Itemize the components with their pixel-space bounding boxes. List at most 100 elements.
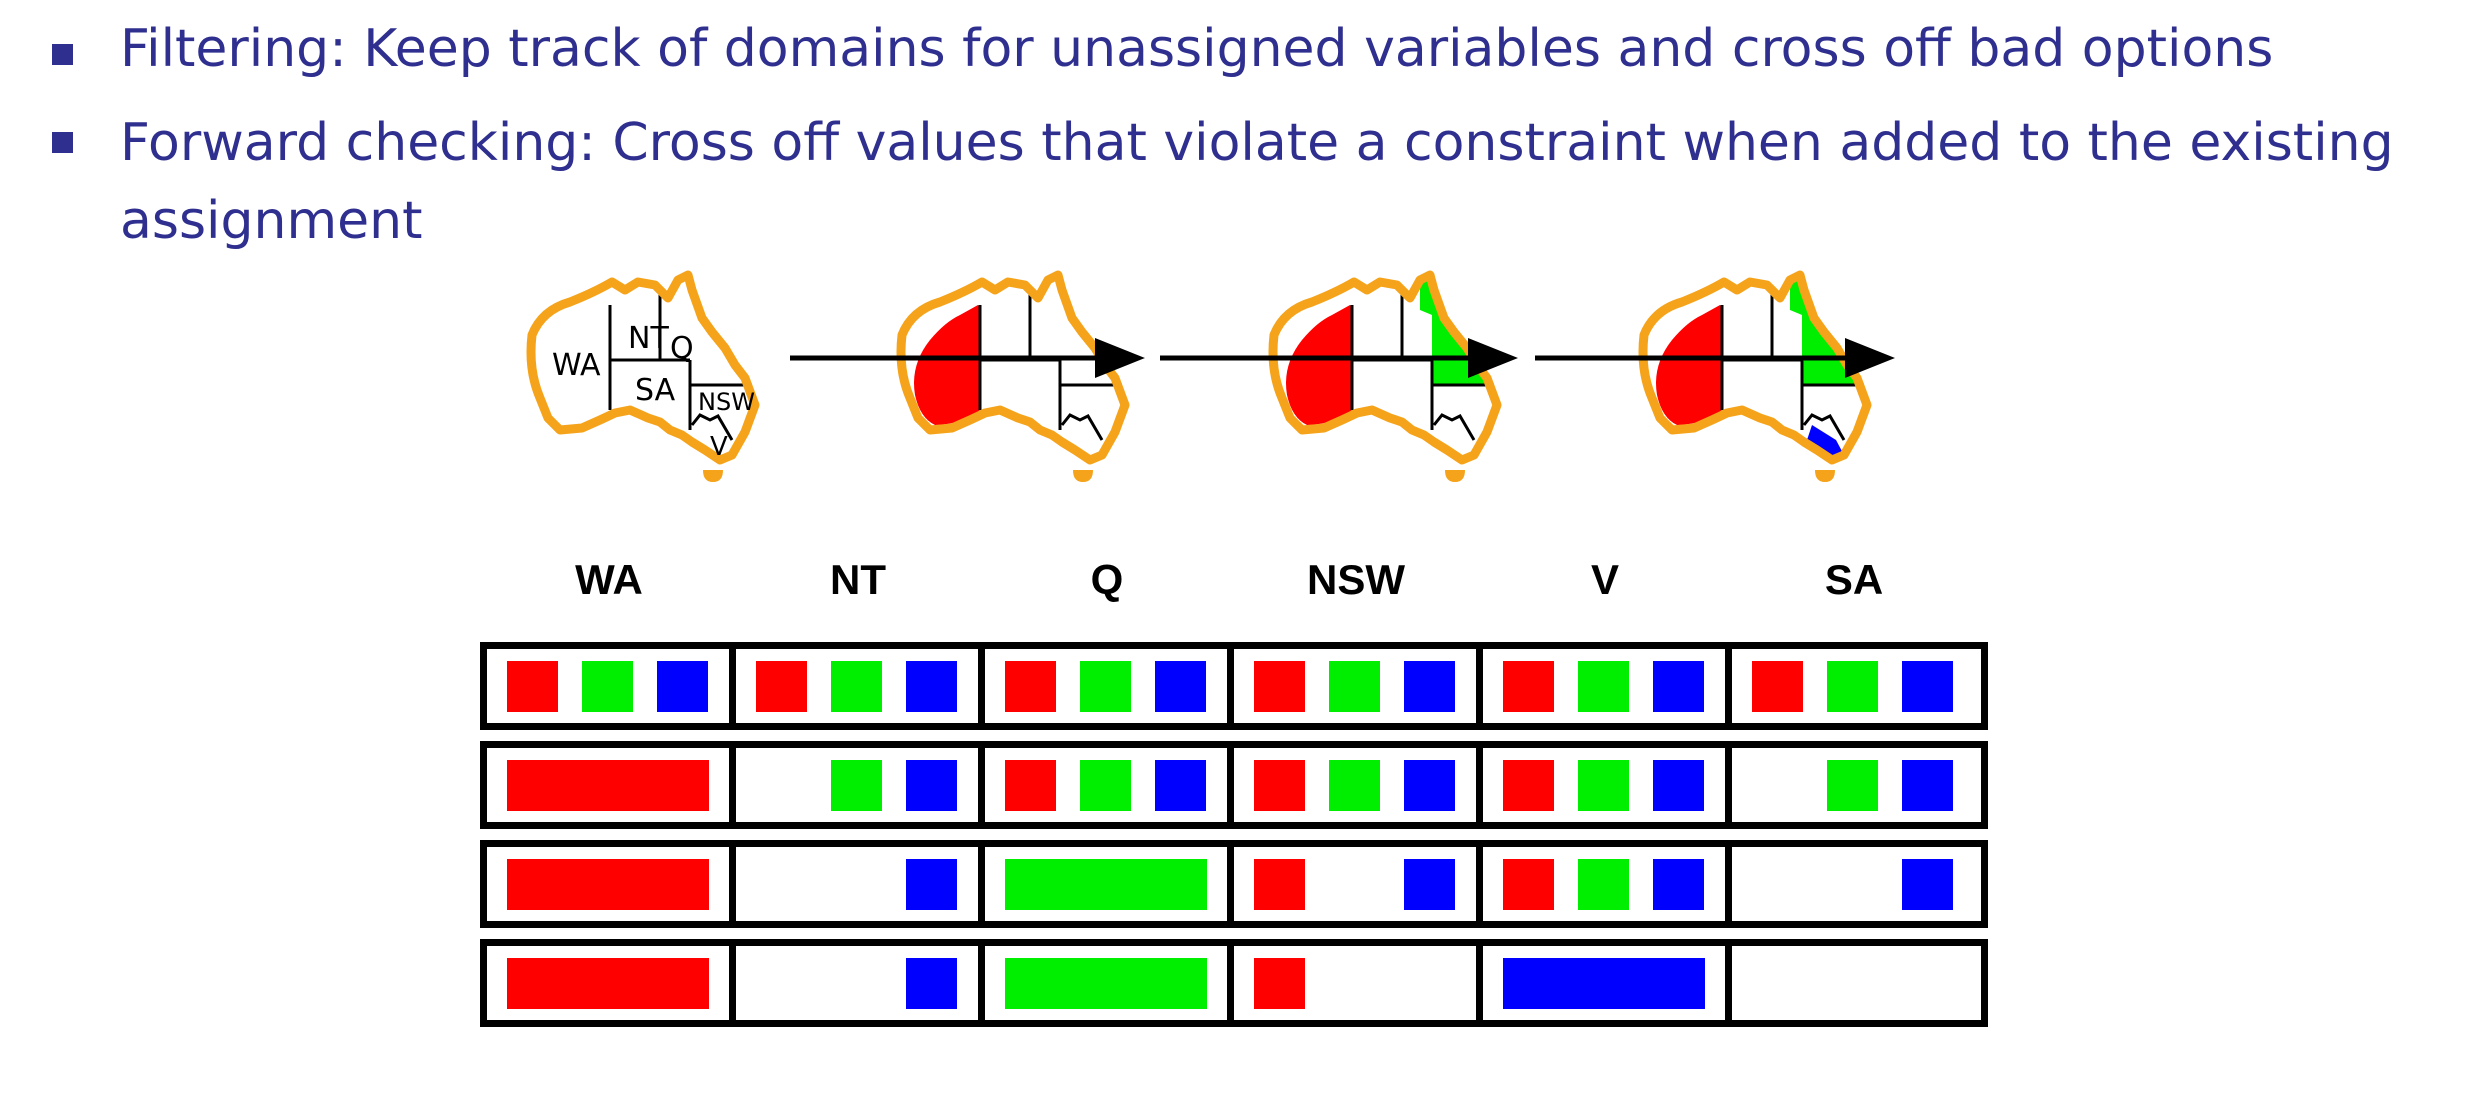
domain-value-red <box>1752 661 1803 712</box>
assigned-blue-bar <box>1503 958 1705 1009</box>
nsw-v-border <box>690 413 734 441</box>
domain-value-red <box>507 661 558 712</box>
domain-value-green <box>1578 661 1629 712</box>
column-header-wa: WA <box>575 556 643 603</box>
domain-cell-nsw <box>1234 748 1483 822</box>
domain-value-green <box>1578 859 1629 910</box>
map-label-sa: SA <box>635 373 676 408</box>
domain-value-green <box>1329 760 1380 811</box>
column-header-q: Q <box>1090 556 1124 603</box>
domain-cell-nsw <box>1234 649 1483 723</box>
domain-value-blue <box>1653 661 1704 712</box>
australia-outline <box>1268 270 1502 465</box>
domain-value-blue <box>1653 760 1704 811</box>
domain-value-blue <box>1155 760 1206 811</box>
australia-map-4 <box>1638 270 1872 482</box>
domain-cell-q <box>985 649 1234 723</box>
domain-value-blue <box>1404 661 1455 712</box>
domain-cell-v <box>1483 649 1732 723</box>
domain-value-blue <box>1902 760 1953 811</box>
assigned-green-bar <box>1005 859 1207 910</box>
domain-value-red <box>1254 958 1305 1009</box>
map-label-wa: WA <box>552 348 601 383</box>
domain-value-green <box>1827 661 1878 712</box>
domain-cell-nsw <box>1234 847 1483 921</box>
bullet-text: Forward checking: Cross off values that … <box>120 113 2394 251</box>
tasmania-shape <box>703 470 723 482</box>
domain-value-green <box>1080 760 1131 811</box>
domain-cell-nt <box>736 946 985 1020</box>
bullet-square-icon <box>52 132 73 153</box>
assigned-red-bar <box>507 859 709 910</box>
australia-map-2 <box>896 270 1130 482</box>
domain-value-blue <box>906 760 957 811</box>
australia-outline <box>1638 270 1872 465</box>
australia-outline <box>526 270 760 465</box>
domain-cell-wa <box>487 649 736 723</box>
wa-region-fill <box>914 305 980 425</box>
domain-cell-v <box>1483 748 1732 822</box>
domain-row-4 <box>480 939 1988 1027</box>
nsw-v-border <box>1802 413 1846 441</box>
domain-row-1 <box>480 642 1988 730</box>
domain-cell-nsw <box>1234 946 1483 1020</box>
assigned-green-bar <box>1005 958 1207 1009</box>
domain-value-blue <box>1404 760 1455 811</box>
domain-value-blue <box>1155 661 1206 712</box>
domain-value-green <box>831 760 882 811</box>
domain-value-green <box>1080 661 1131 712</box>
column-header-nt: NT <box>830 556 886 603</box>
domain-cell-v <box>1483 847 1732 921</box>
nsw-v-border <box>1432 413 1476 441</box>
column-header-nsw: NSW <box>1307 556 1405 603</box>
tasmania-shape <box>1445 470 1465 482</box>
domain-row-3 <box>480 840 1988 928</box>
map-label-nt: NT <box>628 321 669 356</box>
domain-cell-q <box>985 748 1234 822</box>
map-label-nsw: NSW <box>698 388 755 416</box>
map-label-v: V <box>710 432 728 462</box>
assigned-red-bar <box>507 958 709 1009</box>
domain-value-red <box>1254 859 1305 910</box>
nsw-v-border <box>1060 413 1104 441</box>
domain-cell-sa <box>1732 847 1974 921</box>
column-header-v: V <box>1590 556 1619 603</box>
domain-value-green <box>1578 760 1629 811</box>
domain-value-blue <box>906 859 957 910</box>
wa-region-fill <box>1286 305 1352 425</box>
tasmania-shape <box>1073 470 1093 482</box>
domain-cell-sa <box>1732 649 1974 723</box>
tasmania-shape <box>1815 470 1835 482</box>
domain-value-green <box>831 661 882 712</box>
domain-cell-q <box>985 847 1234 921</box>
domain-value-red <box>1254 661 1305 712</box>
domain-cell-q <box>985 946 1234 1020</box>
domain-value-red <box>1005 760 1056 811</box>
domain-value-red <box>1503 859 1554 910</box>
domain-value-green <box>1329 661 1380 712</box>
domain-cell-nt <box>736 847 985 921</box>
domain-row-2 <box>480 741 1988 829</box>
assigned-red-bar <box>507 760 709 811</box>
domain-value-blue <box>906 958 957 1009</box>
domain-value-red <box>1503 661 1554 712</box>
domain-value-green <box>1827 760 1878 811</box>
wa-region-fill <box>1656 305 1722 425</box>
domain-value-red <box>756 661 807 712</box>
domain-value-blue <box>1653 859 1704 910</box>
v-region-fill <box>1807 425 1844 460</box>
australia-map-3 <box>1268 270 1502 482</box>
domain-value-blue <box>1404 859 1455 910</box>
domain-value-blue <box>657 661 708 712</box>
domain-value-blue <box>906 661 957 712</box>
domain-cell-wa <box>487 748 736 822</box>
domain-cell-sa <box>1732 748 1974 822</box>
domain-cell-nt <box>736 649 985 723</box>
domain-value-red <box>1254 760 1305 811</box>
domain-value-blue <box>1902 661 1953 712</box>
column-header-sa: SA <box>1824 556 1884 603</box>
domain-cell-wa <box>487 946 736 1020</box>
domain-cell-wa <box>487 847 736 921</box>
